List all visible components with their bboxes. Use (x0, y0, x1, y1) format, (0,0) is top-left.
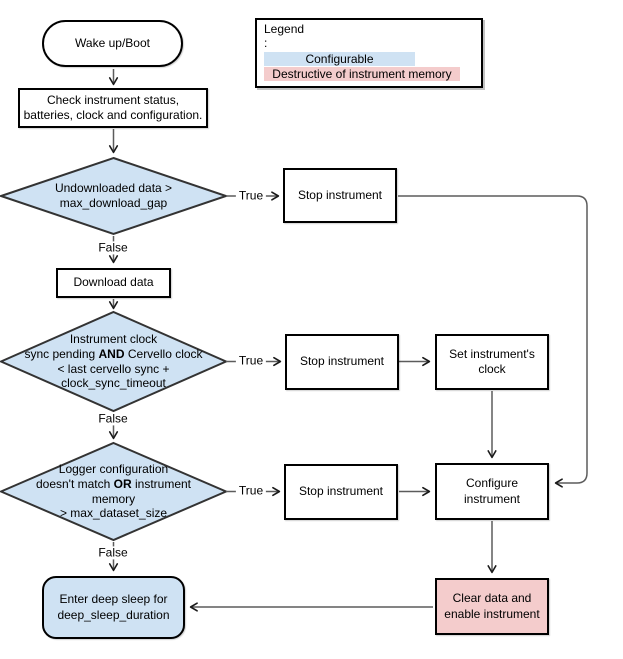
legend-box: Legend : Configurable Destructive of ins… (255, 18, 483, 88)
node-stop-instrument-1: Stop instrument (283, 168, 397, 223)
decision-logger-config-diamond (0, 441, 229, 542)
node-download-data-label: Download data (73, 275, 154, 290)
edge-label-true-2: True (235, 354, 267, 368)
node-configure-instrument: Configure instrument (435, 463, 549, 520)
node-stop-instrument-3: Stop instrument (284, 464, 398, 520)
legend-configurable-swatch: Configurable (264, 51, 415, 66)
node-set-instrument-clock-label: Set instrument's clock (449, 346, 535, 376)
edge-label-false-1: False (95, 241, 131, 255)
node-clear-data-enable: Clear data and enable instrument (435, 578, 549, 635)
node-check-status: Check instrument status, batteries, cloc… (18, 88, 208, 128)
legend-title: Legend (264, 22, 305, 36)
node-stop-instrument-3-label: Stop instrument (298, 484, 384, 499)
decision-undownloaded-data-diamond (0, 156, 230, 236)
node-download-data: Download data (56, 268, 171, 298)
node-stop-instrument-2: Stop instrument (285, 334, 399, 390)
node-enter-deep-sleep: Enter deep sleep for deep_sleep_duration (42, 576, 185, 639)
edge-label-false-2: False (95, 412, 131, 426)
edge-label-true-1: True (235, 189, 267, 203)
node-wake-up-boot: Wake up/Boot (42, 20, 183, 67)
node-enter-deep-sleep-label: Enter deep sleep for deep_sleep_duration (57, 592, 170, 622)
decision-clock-sync-diamond (0, 310, 229, 413)
edge-stop1-to-configure-feedback (398, 195, 588, 488)
legend-destructive-swatch: Destructive of instrument memory (264, 66, 460, 81)
edge-label-true-3: True (235, 484, 267, 498)
node-stop-instrument-1-label: Stop instrument (297, 187, 383, 202)
node-check-status-label: Check instrument status, batteries, cloc… (23, 92, 203, 122)
node-configure-instrument-label: Configure instrument (463, 476, 521, 506)
node-stop-instrument-2-label: Stop instrument (299, 354, 385, 369)
node-clear-data-enable-label: Clear data and enable instrument (444, 591, 540, 621)
node-wake-up-boot-label: Wake up/Boot (75, 35, 150, 50)
edge-label-false-3: False (95, 546, 131, 560)
legend-colon: : (264, 36, 268, 51)
node-set-instrument-clock: Set instrument's clock (435, 334, 549, 390)
